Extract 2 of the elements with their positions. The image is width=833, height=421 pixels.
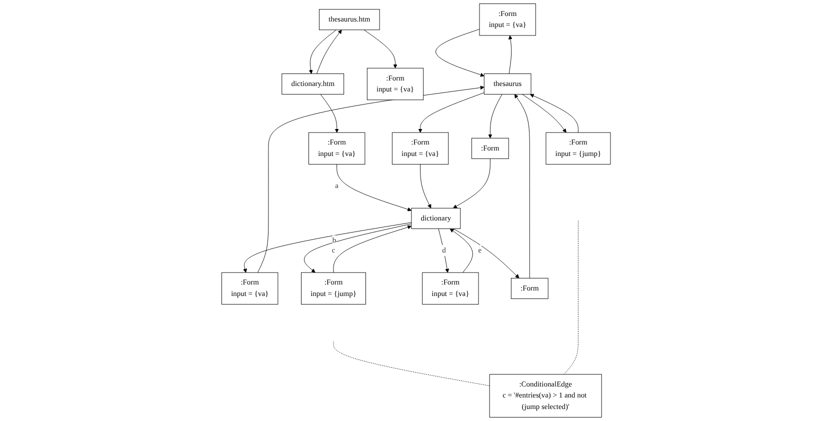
connector <box>334 341 490 386</box>
connector <box>564 220 579 375</box>
